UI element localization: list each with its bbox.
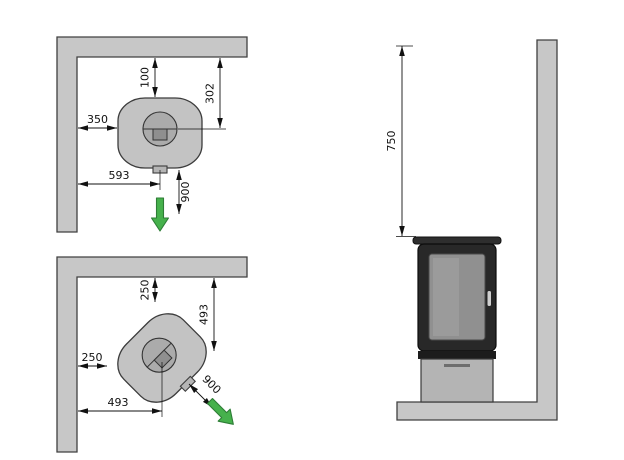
front-direction-arrow-icon <box>206 397 234 425</box>
dim-label: 250 <box>139 280 152 301</box>
dim-label: 900 <box>179 182 192 203</box>
dim-wall-to-stove-corner: 250 <box>139 278 158 302</box>
dim-label: 750 <box>385 131 398 152</box>
dim-label: 900 <box>199 373 223 397</box>
top-view-parallel: 100 302 350 593 900 <box>56 36 248 233</box>
flue-damper <box>153 349 173 369</box>
stove-top-view-rotated <box>117 313 207 403</box>
front-view: 750 <box>385 39 558 421</box>
top-view-corner: 250 493 250 493 900 <box>56 256 248 453</box>
stove-base-band <box>418 351 496 359</box>
stove-front-view <box>412 236 502 403</box>
pedestal-vent <box>444 364 470 367</box>
dim-wall-top-to-stove-top: 750 <box>385 45 416 237</box>
dim-label: 350 <box>87 113 108 126</box>
dim-label: 250 <box>82 351 103 364</box>
dim-sidewall-to-flue-center: 493 <box>78 362 163 417</box>
flue-damper <box>152 128 168 141</box>
dim-wall-to-flue-center: 493 <box>198 278 217 351</box>
dim-wall-to-stove-back: 100 <box>139 58 158 97</box>
dim-sidewall-to-stove-side: 350 <box>78 113 117 131</box>
dim-sidewall-to-stove-corner: 250 <box>78 351 107 369</box>
dim-label: 100 <box>139 67 152 88</box>
corner-wall <box>56 256 248 453</box>
dim-label: 493 <box>198 304 211 325</box>
dim-front-clearance: 900 <box>176 170 192 214</box>
dim-wall-to-flue-center: 302 <box>178 58 226 130</box>
door-handle <box>487 291 491 306</box>
dim-label: 593 <box>109 169 130 182</box>
dim-front-clearance-diagonal: 900 <box>188 373 223 408</box>
front-direction-arrow-icon <box>150 197 170 232</box>
dim-label: 493 <box>108 396 129 409</box>
corner-wall <box>56 36 248 233</box>
stove-top-plate <box>412 236 502 245</box>
dim-sidewall-to-flue-center: 593 <box>78 169 161 190</box>
glass-reflection <box>433 258 459 336</box>
stove-top-view <box>117 97 203 174</box>
dim-label: 302 <box>204 83 217 104</box>
wall-and-floor <box>396 39 558 421</box>
